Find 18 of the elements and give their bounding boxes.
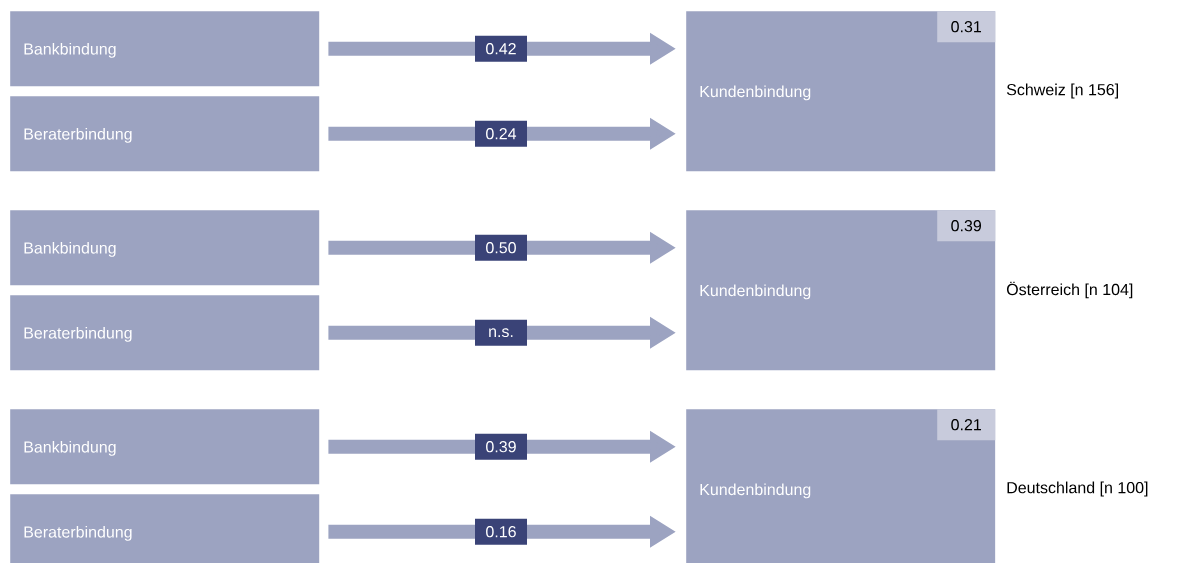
construct-box: Beraterbindung [10, 96, 320, 172]
country-label: Deutschland [n 100] [1007, 481, 1148, 497]
coefficient-box: 0.39 [937, 210, 996, 242]
edge-label: 0.39 [475, 433, 527, 460]
construct-box: Bankbindung [10, 11, 320, 87]
edge-label: 0.16 [475, 518, 527, 545]
coefficient-box: 0.31 [937, 11, 996, 43]
edge-label: 0.50 [475, 234, 527, 261]
country-label: Österreich [n 104] [1006, 281, 1133, 299]
construct-box: Bankbindung [10, 409, 320, 485]
country-label: Schweiz [n 156] [1006, 83, 1118, 99]
construct-box: Bankbindung [10, 210, 320, 286]
construct-box: Beraterbindung [10, 494, 320, 563]
edge-label: n.s. [475, 319, 527, 346]
edge-label: 0.42 [475, 35, 527, 62]
edge-label: 0.24 [475, 120, 527, 147]
coefficient-box: 0.21 [937, 409, 996, 441]
construct-box: Beraterbindung [10, 295, 320, 371]
